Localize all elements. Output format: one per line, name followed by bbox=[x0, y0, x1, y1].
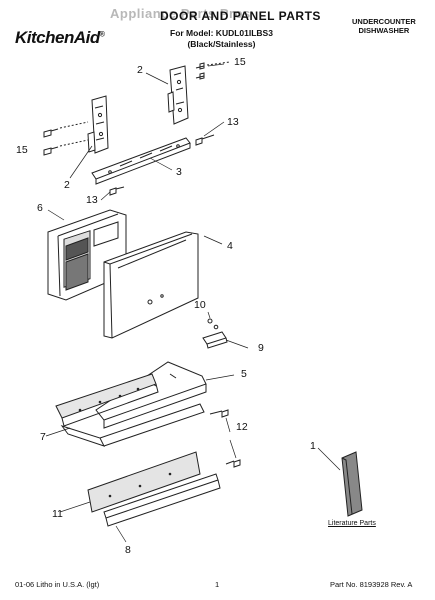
callout-11: 11 bbox=[52, 508, 63, 520]
outer-door-panel bbox=[103, 231, 199, 339]
callout-12: 12 bbox=[236, 421, 248, 433]
callout-1: 1 bbox=[310, 440, 316, 452]
callout-15-upper: 15 bbox=[234, 56, 246, 68]
insulation-strip bbox=[55, 373, 205, 447]
hinge-bracket-upper bbox=[167, 65, 189, 125]
callout-8: 8 bbox=[125, 544, 131, 556]
leader-lines bbox=[45, 63, 341, 543]
model-line: For Model: KUDL01ILBS3 bbox=[170, 28, 273, 38]
callout-3: 3 bbox=[176, 166, 182, 178]
callout-10: 10 bbox=[194, 299, 206, 311]
callout-2-lower: 2 bbox=[64, 179, 70, 191]
callout-15-lower: 15 bbox=[16, 144, 28, 156]
callout-6: 6 bbox=[37, 202, 43, 214]
footer-page-number: 1 bbox=[215, 580, 220, 589]
model-block: For Model: KUDL01ILBS3 (Black/Stainless) bbox=[170, 28, 273, 50]
product-line-1: UNDERCOUNTER bbox=[352, 17, 416, 26]
brand-logo: KitchenAid® bbox=[15, 28, 105, 48]
literature-icon bbox=[341, 451, 363, 517]
registered-mark: ® bbox=[99, 31, 105, 39]
door-rail bbox=[91, 137, 191, 185]
screws-lower-left bbox=[43, 121, 89, 156]
latch-button bbox=[202, 318, 228, 349]
product-line-2: DISHWASHER bbox=[358, 26, 410, 35]
screw-13-right bbox=[195, 134, 215, 146]
callout-5: 5 bbox=[241, 368, 247, 380]
footer-litho: 01-06 Litho in U.S.A. (lgt) bbox=[15, 580, 100, 589]
screws-upper-right bbox=[195, 61, 231, 80]
callout-13-lower: 13 bbox=[86, 194, 98, 206]
footer-part-number: Part No. 8193928 Rev. A bbox=[330, 580, 413, 589]
callout-4: 4 bbox=[227, 240, 233, 252]
literature-parts-label: Literature Parts bbox=[328, 520, 376, 527]
brand-logo-text: KitchenAid bbox=[15, 28, 100, 47]
lower-insulation bbox=[87, 451, 201, 513]
model-variant: (Black/Stainless) bbox=[187, 39, 256, 49]
kick-plate-upper bbox=[95, 361, 207, 429]
callout-2-upper: 2 bbox=[137, 64, 143, 76]
lower-panel bbox=[103, 473, 221, 527]
watermark: Appliance Parts Pros bbox=[110, 6, 251, 21]
page-title: DOOR AND PANEL PARTS bbox=[160, 9, 321, 23]
callout-7: 7 bbox=[40, 431, 46, 443]
callout-13-upper: 13 bbox=[227, 116, 239, 128]
product-type: UNDERCOUNTER DISHWASHER bbox=[352, 17, 416, 35]
screws-kick-plate bbox=[209, 409, 241, 468]
screw-13-left bbox=[109, 186, 125, 196]
callout-9: 9 bbox=[258, 342, 264, 354]
hinge-bracket-lower bbox=[87, 95, 109, 154]
